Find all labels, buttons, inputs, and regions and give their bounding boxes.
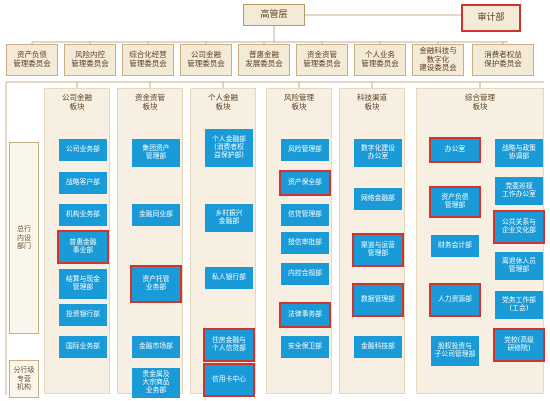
department-box: 贵金属及大宗商品业务部 bbox=[133, 369, 179, 397]
department-box: 信用卡中心 bbox=[203, 363, 255, 397]
committee-box: 资产负债管理委员会 bbox=[6, 44, 58, 76]
committee-box: 资金资管管理委员会 bbox=[296, 44, 348, 76]
department-box: 渠道与运营管理部 bbox=[352, 233, 404, 267]
committee-box: 综合化经营管理委员会 bbox=[122, 44, 174, 76]
department-box: 党校(高级研修院) bbox=[493, 328, 545, 362]
department-box: 资产托管业务部 bbox=[130, 265, 182, 303]
head-office-label: 总行内设部门 bbox=[9, 142, 39, 334]
department-box: 人力资源部 bbox=[429, 283, 481, 317]
section-title: 个人金融板块 bbox=[208, 93, 238, 111]
department-box: 资产负债管理部 bbox=[429, 186, 481, 218]
department-box: 数字化建设办公室 bbox=[355, 140, 401, 166]
department-box: 信贷管理部 bbox=[282, 205, 328, 225]
department-box: 办公室 bbox=[429, 137, 481, 163]
department-box: 普惠金融事业部 bbox=[57, 230, 109, 264]
department-box: 金融市场部 bbox=[133, 337, 179, 357]
department-box: 公司业务部 bbox=[60, 140, 106, 160]
department-box: 金融科技部 bbox=[355, 337, 401, 357]
department-box: 离退休人员管理部 bbox=[496, 253, 542, 279]
department-box: 战略客户部 bbox=[60, 173, 106, 193]
department-box: 股权投资与子公司管理部 bbox=[432, 337, 478, 365]
section-title: 科技渠道板块 bbox=[357, 93, 387, 111]
department-box: 党委巡视工作办公室 bbox=[496, 178, 542, 204]
department-box: 国际业务部 bbox=[60, 337, 106, 357]
department-box: 机构业务部 bbox=[60, 205, 106, 225]
department-box: 网络金融部 bbox=[355, 189, 401, 209]
department-box: 集团资产管理部 bbox=[133, 140, 179, 166]
department-box: 授信审批部 bbox=[282, 233, 328, 253]
committee-box: 金融科技与数字化建设委员会 bbox=[412, 44, 464, 76]
department-box: 内控合规部 bbox=[282, 264, 328, 284]
section-title: 综合管理板块 bbox=[465, 93, 495, 111]
department-box: 个人金融部(消费者权益保护部) bbox=[206, 130, 252, 166]
committee-box: 普惠金融发展委员会 bbox=[238, 44, 290, 76]
department-box: 私人银行部 bbox=[206, 268, 252, 288]
committee-box: 风险内控管理委员会 bbox=[64, 44, 116, 76]
department-box: 党务工作部(工会) bbox=[496, 292, 542, 318]
branch-label: 分行级专营机构 bbox=[9, 360, 39, 398]
department-box: 公共关系与企业文化部 bbox=[493, 210, 545, 244]
department-box: 风险管理部 bbox=[282, 140, 328, 160]
department-box: 数据管理部 bbox=[352, 283, 404, 317]
department-box: 战略与政策协调部 bbox=[496, 140, 542, 166]
section-title: 公司金融板块 bbox=[62, 93, 92, 111]
department-box: 金融同业部 bbox=[133, 205, 179, 225]
committee-box: 消费者权益保护委员会 bbox=[472, 44, 534, 76]
department-box: 财务会计部 bbox=[432, 236, 478, 256]
committee-box: 个人业务管理委员会 bbox=[354, 44, 406, 76]
committee-box: 公司金融管理委员会 bbox=[180, 44, 232, 76]
section-title: 资金资管板块 bbox=[135, 93, 165, 111]
senior-management-box: 高管层 bbox=[243, 4, 305, 26]
section-title: 风险管理板块 bbox=[284, 93, 314, 111]
department-box: 法律事务部 bbox=[279, 302, 331, 328]
department-box: 资产保全部 bbox=[279, 170, 331, 196]
department-box: 安全保卫部 bbox=[282, 337, 328, 357]
audit-department-box: 审计部 bbox=[461, 4, 521, 32]
department-box: 结算与现金管理部 bbox=[60, 270, 106, 298]
department-box: 住房金融与个人信贷部 bbox=[203, 328, 255, 362]
department-box: 投资银行部 bbox=[60, 305, 106, 325]
department-box: 乡村振兴金融部 bbox=[206, 205, 252, 231]
